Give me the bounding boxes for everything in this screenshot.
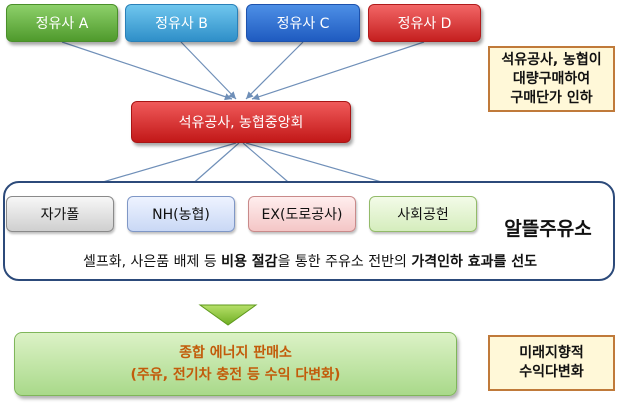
refiner-d-label: 정유사 D — [397, 16, 452, 32]
connector-b-to-central — [180, 41, 237, 100]
refiner-a-label: 정유사 A — [35, 16, 89, 32]
station-ex-label: EX(도로공사) — [261, 207, 343, 223]
station-nh: NH(농협) — [127, 196, 235, 232]
connector-a-to-central — [61, 41, 233, 101]
refiner-b-box: 정유사 B — [125, 4, 238, 42]
brand-title: 알뜰주유소 — [504, 218, 592, 240]
station-social-label: 사회공헌 — [397, 207, 449, 223]
future-note-line2: 수익다변화 — [519, 364, 584, 380]
station-social: 사회공헌 — [369, 196, 477, 232]
energy-store-box: 종합 에너지 판매소 (주유, 전기차 충전 등 수익 다변화) — [14, 332, 457, 396]
description-part2: 을 통한 주유소 전반의 — [277, 254, 412, 270]
refiner-c-box: 정유사 C — [246, 4, 360, 42]
station-self-pole: 자가폴 — [6, 196, 114, 232]
future-note-line1: 미래지향적 — [519, 345, 584, 361]
connector-c-to-central — [245, 41, 304, 100]
bulk-purchase-note-line1: 석유공사, 농협이 — [501, 51, 602, 68]
down-arrow-icon — [198, 304, 258, 326]
future-diversification-note: 미래지향적 수익다변화 — [488, 335, 615, 391]
central-buyer-box: 석유공사, 농협중앙회 — [131, 101, 351, 143]
station-description: 셀프화, 사은품 배제 등 비용 절감을 통한 주유소 전반의 가격인하 효과를… — [10, 251, 610, 273]
station-self-pole-label: 자가폴 — [40, 207, 80, 223]
central-buyer-label: 석유공사, 농협중앙회 — [178, 115, 304, 131]
description-bold2: 가격인하 효과를 선도 — [411, 254, 537, 270]
bulk-purchase-note-line2: 대량구매하여 — [512, 70, 591, 87]
description-part1: 셀프화, 사은품 배제 등 — [83, 254, 222, 270]
refiner-c-label: 정유사 C — [276, 16, 330, 32]
description-bold1: 비용 절감 — [221, 254, 278, 270]
station-ex: EX(도로공사) — [248, 196, 356, 232]
bulk-purchase-note-line3: 구매단가 인하 — [510, 89, 593, 106]
refiner-a-box: 정유사 A — [6, 4, 118, 42]
refiner-d-box: 정유사 D — [368, 4, 481, 42]
station-nh-label: NH(농협) — [152, 207, 210, 223]
refiner-b-label: 정유사 B — [155, 16, 208, 32]
bulk-purchase-note: 석유공사, 농협이 대량구매하여 구매단가 인하 — [488, 46, 615, 112]
energy-store-title: 종합 에너지 판매소 — [179, 345, 292, 361]
energy-store-subtitle: (주유, 전기차 충전 등 수익 다변화) — [130, 367, 341, 383]
connector-d-to-central — [251, 41, 425, 101]
